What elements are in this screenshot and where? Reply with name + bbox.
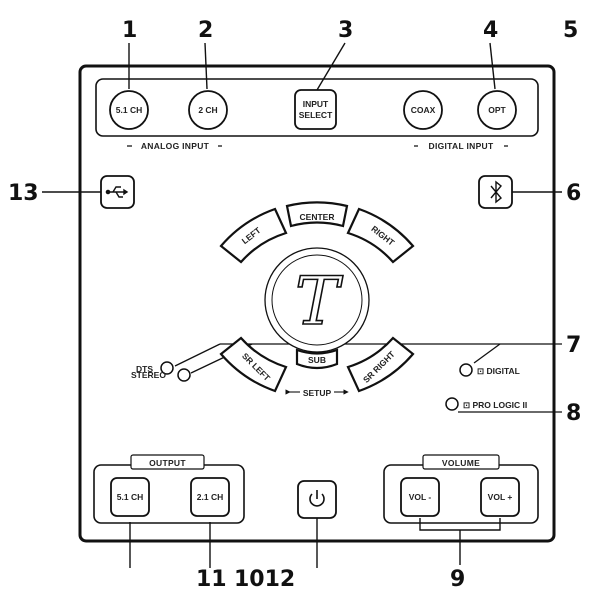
input-select-label-1: INPUT xyxy=(303,99,329,109)
analog-input-label: ANALOG INPUT xyxy=(141,141,210,151)
channel-sr-right-segment: SR RIGHT xyxy=(346,336,415,393)
digital-input-label: DIGITAL INPUT xyxy=(429,141,494,151)
stereo-indicator: STEREO xyxy=(131,368,191,382)
logo-letter: T xyxy=(295,263,344,340)
opt-label: OPT xyxy=(488,105,506,115)
leader-4 xyxy=(489,42,496,90)
callout-11: 11 xyxy=(196,567,227,592)
setup-label: SETUP xyxy=(303,388,332,398)
channel-right-segment: RIGHT xyxy=(346,207,415,264)
vol-plus-button[interactable]: VOL + xyxy=(480,477,520,517)
usb-button[interactable] xyxy=(100,175,135,209)
usb-icon xyxy=(105,186,129,198)
input-select-label-2: SELECT xyxy=(299,110,333,120)
leader-3 xyxy=(316,42,346,91)
digital-led xyxy=(459,363,473,377)
callout-2: 2 xyxy=(198,18,213,43)
vol-minus-label: VOL - xyxy=(409,492,432,502)
dts-label: DTS xyxy=(136,364,153,374)
dts-indicator: DTS xyxy=(136,361,174,375)
callout-1012: 1012 xyxy=(234,567,295,592)
analog-2ch-label: 2 CH xyxy=(198,105,217,115)
coax-label: COAX xyxy=(411,105,436,115)
callout-7: 7 xyxy=(566,333,581,358)
output-label: OUTPUT xyxy=(149,458,186,468)
leader-9 xyxy=(419,518,501,531)
leader-7d xyxy=(473,343,501,364)
channel-sub-label: SUB xyxy=(308,355,326,365)
analog-51ch-button[interactable]: 5.1 CH xyxy=(109,90,149,130)
digital-label-bg xyxy=(418,139,504,152)
dts-led xyxy=(160,361,174,375)
channel-center-label: CENTER xyxy=(300,212,335,222)
channel-left-segment: LEFT xyxy=(219,207,288,264)
callout-1: 1 xyxy=(122,18,137,43)
channel-center-segment: CENTER xyxy=(285,201,349,228)
bluetooth-button[interactable] xyxy=(478,175,513,209)
volume-label: VOLUME xyxy=(442,458,480,468)
pro-logic-indicator: ⊡ PRO LOGIC II xyxy=(445,397,527,411)
bluetooth-icon xyxy=(490,180,502,204)
analog-51ch-label: 5.1 CH xyxy=(116,105,142,115)
channel-sr-left-segment: SR LEFT xyxy=(219,336,288,393)
digital-indicator: ⊡ DIGITAL xyxy=(459,363,520,377)
power-icon xyxy=(309,490,325,507)
leader-7a xyxy=(174,343,221,367)
callout-3: 3 xyxy=(338,18,353,43)
output-51ch-button[interactable]: 5.1 CH xyxy=(110,477,150,517)
callout-5: 5 xyxy=(563,18,578,43)
power-button[interactable] xyxy=(297,480,337,519)
stereo-led xyxy=(177,368,191,382)
callout-6: 6 xyxy=(566,181,581,206)
volume-label-box xyxy=(422,454,500,470)
analog-label-bg xyxy=(132,139,218,152)
output-21ch-label: 2.1 CH xyxy=(197,492,223,502)
callout-9: 9 xyxy=(450,567,465,592)
input-group-frame xyxy=(95,78,539,137)
leader-2 xyxy=(204,42,208,90)
callout-4: 4 xyxy=(483,18,498,43)
stereo-label: STEREO xyxy=(131,370,166,380)
setup-indicator: SETUP xyxy=(285,388,349,398)
pro-logic-led xyxy=(445,397,459,411)
logo-knob[interactable]: T xyxy=(264,247,370,353)
analog-2ch-button[interactable]: 2 CH xyxy=(188,90,228,130)
channel-sub-segment: SUB xyxy=(295,348,339,370)
coax-button[interactable]: COAX xyxy=(403,90,443,130)
output-21ch-button[interactable]: 2.1 CH xyxy=(190,477,230,517)
digital-label: ⊡ DIGITAL xyxy=(477,366,520,376)
output-51ch-label: 5.1 CH xyxy=(117,492,143,502)
vol-plus-label: VOL + xyxy=(488,492,513,502)
vol-minus-button[interactable]: VOL - xyxy=(400,477,440,517)
opt-button[interactable]: OPT xyxy=(477,90,517,130)
callout-13: 13 xyxy=(8,181,39,206)
pro-logic-label: ⊡ PRO LOGIC II xyxy=(463,400,527,410)
output-label-box xyxy=(130,454,205,470)
input-select-button[interactable]: INPUT SELECT xyxy=(294,89,337,130)
callout-8: 8 xyxy=(566,401,581,426)
